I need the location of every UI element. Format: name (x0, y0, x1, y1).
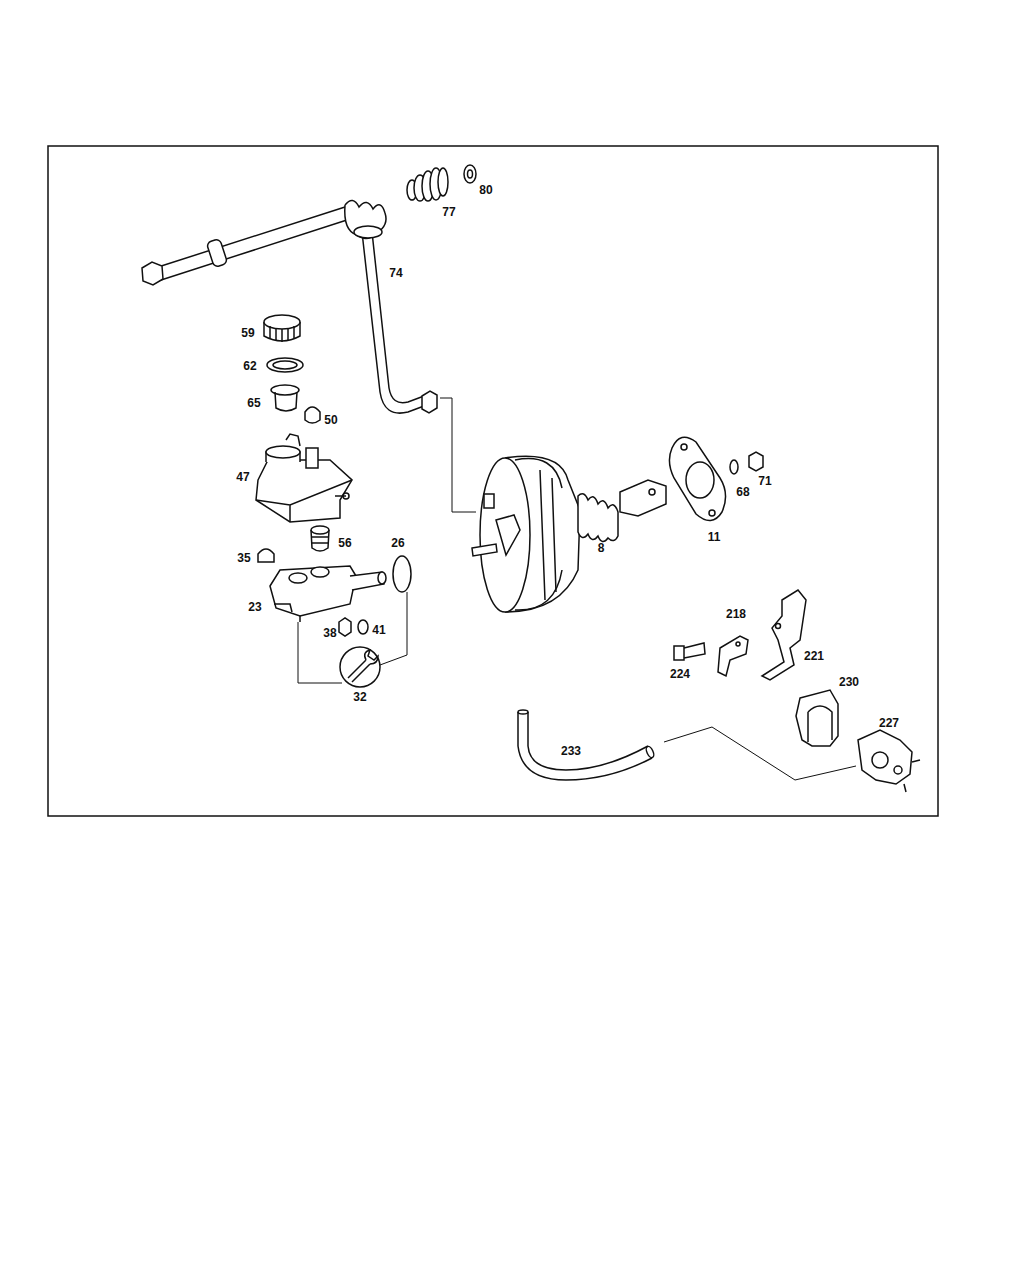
callout-number: 56 (337, 536, 352, 550)
callout-number: 41 (371, 623, 386, 637)
callout-number: 59 (240, 326, 255, 340)
nut (749, 452, 763, 471)
callout-number: 68 (735, 485, 750, 499)
washer (464, 165, 476, 183)
callout-number: 71 (757, 474, 772, 488)
reservoir-cap (264, 315, 300, 342)
callout-number: 26 (390, 536, 405, 550)
callout-number: 35 (236, 551, 251, 565)
callout-number: 77 (441, 205, 456, 219)
vacuum-pipe (345, 200, 437, 413)
callout-number: 74 (388, 266, 403, 280)
callout-number: 221 (803, 649, 825, 663)
callout-number: 8 (597, 541, 606, 555)
frame (48, 146, 938, 816)
callout-number: 38 (322, 626, 337, 640)
plug (311, 526, 329, 551)
cap (305, 407, 320, 423)
bracket (762, 590, 806, 680)
callout-number: 47 (235, 470, 250, 484)
callout-number: 23 (247, 600, 262, 614)
leader-line (440, 398, 476, 512)
clamp (796, 690, 838, 746)
clip (718, 636, 748, 676)
callout-number: 32 (352, 690, 367, 704)
leader-line (664, 727, 856, 780)
vacuum-hose (518, 710, 655, 780)
vacuum-pump (858, 730, 920, 792)
brake-booster (472, 456, 666, 612)
washer (730, 460, 738, 474)
callout-number: 50 (323, 413, 338, 427)
washer (358, 620, 368, 634)
seal-ring (267, 358, 303, 372)
callout-number: 233 (560, 744, 582, 758)
pedal-rod (142, 207, 350, 285)
callout-number: 227 (878, 716, 900, 730)
bolt (674, 643, 705, 660)
gasket-plate (669, 437, 725, 520)
callout-number: 80 (478, 183, 493, 197)
callout-number: 62 (242, 359, 257, 373)
strainer (271, 385, 299, 411)
wrench-symbol (340, 647, 380, 687)
plug (258, 549, 274, 562)
master-cylinder (270, 566, 386, 622)
callout-number: 218 (725, 607, 747, 621)
callout-number: 230 (838, 675, 860, 689)
rubber-boot (407, 168, 448, 201)
callout-number: 11 (707, 530, 722, 544)
callout-number: 224 (669, 667, 691, 681)
callout-number: 65 (246, 396, 261, 410)
nut (339, 618, 351, 636)
o-ring (393, 556, 411, 592)
brake-fluid-reservoir (256, 434, 352, 522)
